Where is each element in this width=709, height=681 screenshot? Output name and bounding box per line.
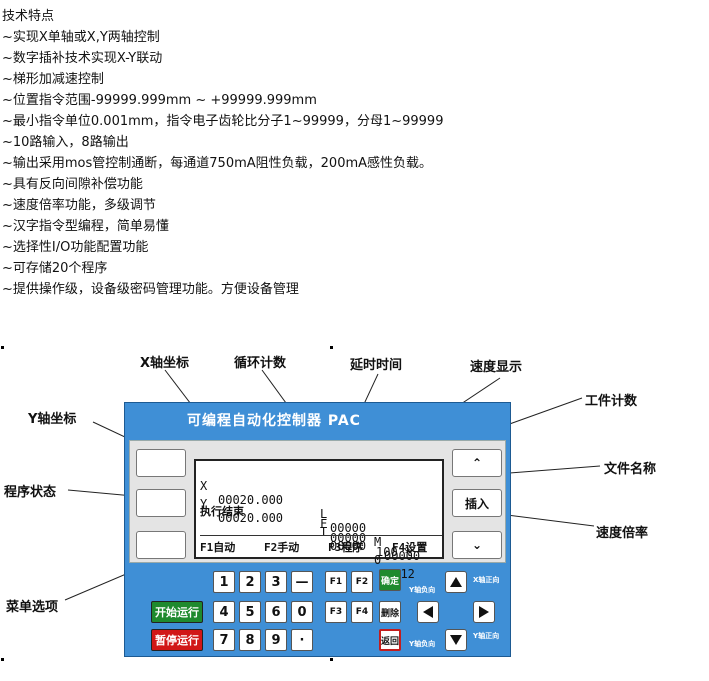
delete-button[interactable]: 删除 (379, 601, 401, 623)
lcd-f-value: 00000 (330, 531, 367, 545)
key-6[interactable]: 6 (265, 601, 287, 623)
y-positive-button[interactable] (445, 571, 467, 593)
key-f2[interactable]: F2 (351, 571, 373, 593)
lcd-x-label: X (200, 479, 208, 493)
lcd-menu-f3: F3程序 (328, 541, 364, 554)
up-button[interactable]: ⌃ (452, 449, 502, 477)
lcd-y-label: Y (200, 497, 208, 511)
key-1[interactable]: 1 (213, 571, 235, 593)
lcd-row-f: F 00000 100 % (200, 503, 412, 573)
label-y-coord: Y轴坐标 (28, 412, 77, 427)
feature-heading: 技术特点 (2, 9, 55, 24)
feature-item: ~实现X单轴或X,Y两轴控制 (2, 30, 160, 45)
y-negative-top-label: Y轴负向 (409, 586, 436, 594)
lcd-x-value: 00020.000 (218, 493, 284, 507)
device-title: 可编程自动化控制器 PAC (187, 413, 361, 429)
lcd-program-status: 执行结束 (200, 505, 244, 518)
feature-item: ~10路输入，8路输出 (2, 135, 129, 150)
label-speed-rate: 速度倍率 (596, 526, 649, 541)
lcd-f-label: F (320, 517, 328, 531)
display-panel: X 00020.000 L 00000 M 00000 Y 00020.000 … (129, 440, 506, 581)
label-speed-display: 速度显示 (470, 360, 523, 375)
label-file-name: 文件名称 (604, 462, 657, 477)
triangle-right-icon (479, 606, 489, 618)
lcd-l-label: L (320, 507, 328, 521)
feature-item: ~具有反向间隙补偿功能 (2, 177, 143, 192)
key-minus[interactable]: — (291, 571, 313, 593)
feature-item: ~汉字指令型编程，简单易懂 (2, 219, 169, 234)
y-negative-label: Y轴负向 (409, 640, 436, 648)
feature-item: ~提供操作级，设备级密码管理功能。方便设备管理 (2, 282, 299, 297)
down-button[interactable]: ⌄ (452, 531, 502, 559)
lcd-m-value: 00000 (384, 549, 421, 563)
lcd-y-value: 00020.000 (218, 511, 284, 525)
lcd-t-label: T (320, 525, 328, 539)
lcd-t-value: 00000 (330, 539, 367, 553)
triangle-down-icon (450, 635, 462, 645)
lcd-row-x: X 00020.000 L 00000 M 00000 (200, 465, 420, 577)
lcd-l-value: 00000 (330, 521, 367, 535)
selection-handle (330, 346, 333, 349)
pac-controller: 可编程自动化控制器 PAC X 00020.000 L 00000 M 0000… (124, 402, 511, 657)
back-button[interactable]: 返回 (379, 629, 401, 651)
feature-item: ~可存储20个程序 (2, 261, 108, 276)
lcd-speed-rate: 100 % (376, 545, 413, 559)
triangle-left-icon (423, 606, 433, 618)
chevron-up-icon: ⌃ (471, 456, 483, 470)
lcd-m-label: M (374, 535, 382, 549)
keypad: 开始运行 暂停运行 1 2 3 — F1 F2 确定 4 5 6 0 F3 F4… (129, 565, 506, 653)
x-positive-button[interactable] (473, 601, 495, 623)
chevron-down-icon: ⌄ (471, 538, 483, 552)
key-dot[interactable]: · (291, 629, 313, 651)
key-f1[interactable]: F1 (325, 571, 347, 593)
label-delay-time: 延时时间 (350, 358, 403, 373)
left-soft-key-2[interactable] (136, 489, 186, 517)
label-menu-options: 菜单选项 (6, 600, 59, 615)
key-8[interactable]: 8 (239, 629, 261, 651)
key-2[interactable]: 2 (239, 571, 261, 593)
selection-handle (1, 658, 4, 661)
key-0[interactable]: 0 (291, 601, 313, 623)
label-program-status: 程序状态 (4, 485, 57, 500)
feature-item: ~输出采用mos管控制通断，每通道750mA阻性负载，200mA感性负载。 (2, 156, 433, 171)
confirm-button[interactable]: 确定 (379, 569, 401, 591)
label-workpiece-count: 工件计数 (585, 394, 638, 409)
lcd-file-label: 0 (374, 553, 382, 567)
feature-item: ~最小指令单位0.001mm，指令电子齿轮比分子1~99999，分母1~9999… (2, 114, 444, 129)
lcd-menu-f4: F4设置 (392, 541, 428, 554)
key-f4[interactable]: F4 (351, 601, 373, 623)
lcd-menu-f1: F1自动 (200, 541, 236, 554)
key-9[interactable]: 9 (265, 629, 287, 651)
lcd-menu-f2: F2手动 (264, 541, 300, 554)
lcd-screen: X 00020.000 L 00000 M 00000 Y 00020.000 … (194, 459, 444, 581)
feature-list: 技术特点 ~实现X单轴或X,Y两轴控制 ~数字插补技术实现X-Y联动 ~梯形加减… (2, 6, 443, 300)
feature-item: ~数字插补技术实现X-Y联动 (2, 51, 163, 66)
pause-button[interactable]: 暂停运行 (151, 629, 203, 651)
key-3[interactable]: 3 (265, 571, 287, 593)
key-7[interactable]: 7 (213, 629, 235, 651)
y-positive-label: Y轴正向 (473, 632, 500, 640)
insert-button[interactable]: 插入 (452, 489, 502, 517)
controller-figure: X轴坐标 循环计数 延时时间 速度显示 工件计数 Y轴坐标 文件名称 程序状态 … (0, 340, 709, 681)
key-4[interactable]: 4 (213, 601, 235, 623)
x-negative-button[interactable] (417, 601, 439, 623)
x-positive-label: X轴正向 (473, 576, 500, 584)
label-loop-count: 循环计数 (234, 356, 287, 371)
feature-item: ~速度倍率功能，多级调节 (2, 198, 156, 213)
selection-handle (1, 346, 4, 349)
label-x-coord: X轴坐标 (140, 356, 190, 371)
key-5[interactable]: 5 (239, 601, 261, 623)
triangle-up-icon (450, 577, 462, 587)
feature-item: ~选择性I/O功能配置功能 (2, 240, 149, 255)
feature-item: ~梯形加减速控制 (2, 72, 104, 87)
lcd-menu: F1自动 F2手动 F3程序 F4设置 (200, 535, 442, 555)
start-button[interactable]: 开始运行 (151, 601, 203, 623)
y-negative-button[interactable] (445, 629, 467, 651)
left-soft-key-3[interactable] (136, 531, 186, 559)
key-f3[interactable]: F3 (325, 601, 347, 623)
feature-item: ~位置指令范围-99999.999mm ~ +99999.999mm (2, 93, 317, 108)
left-soft-key-1[interactable] (136, 449, 186, 477)
selection-handle (330, 658, 333, 661)
